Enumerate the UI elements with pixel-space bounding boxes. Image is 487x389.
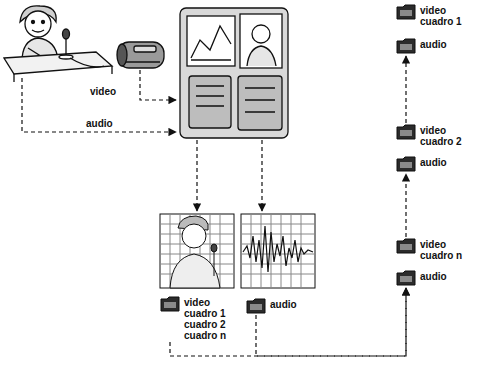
folder-icon [160,296,180,312]
file-folder: video cuadro 2 [396,124,470,147]
video-monitor [160,214,234,288]
folder-label: audio [420,156,470,168]
data-flow-arrow [405,174,406,237]
folder-label: audio [270,298,320,310]
audio-monitor [241,214,315,288]
file-folder: video cuadro 1 cuadro 2 cuadro n [160,296,234,341]
folder-icon [396,238,416,254]
file-folder: audio [246,298,320,314]
folder-icon [396,4,416,20]
data-flow-arrow [405,56,406,123]
folder-icon [396,124,416,140]
presenter-figure [4,6,112,82]
signal-wire [22,70,262,211]
folder-label: video cuadro n [420,238,470,261]
folder-label: video cuadro 1 cuadro 2 cuadro n [184,296,234,341]
folder-icon [396,156,416,172]
folder-label: video cuadro 1 [420,4,470,27]
file-folder: video cuadro n [396,238,470,261]
folder-icon [396,38,416,54]
folder-icon [396,270,416,286]
folder-label: audio [420,270,470,282]
signal-label: audio [84,118,115,130]
file-folder: audio [396,38,470,54]
file-folder: audio [396,270,470,286]
data-flow-arrow [170,288,406,356]
folder-icon [246,298,266,314]
folder-label: video cuadro 2 [420,124,470,147]
data-flow-arrow [256,288,406,356]
computer-station [180,8,288,138]
file-folder: audio [396,156,470,172]
signal-label: video [88,86,118,98]
camera-icon [117,42,164,68]
file-folder: video cuadro 1 [396,4,470,27]
folder-label: audio [420,38,470,50]
